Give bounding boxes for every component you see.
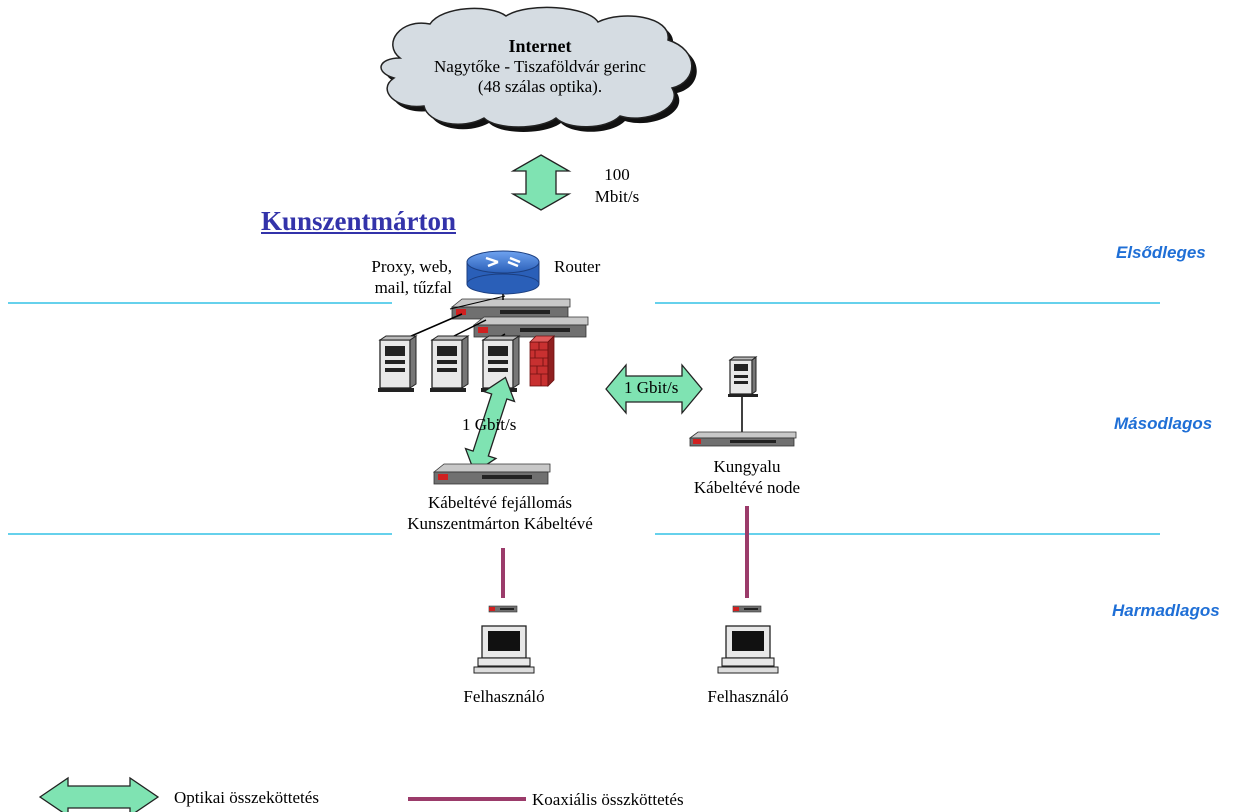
firewall-icon	[529, 335, 555, 387]
headend-label-line-2: Kunszentmárton Kábeltévé	[407, 514, 593, 533]
link-vertical-arrow-icon	[464, 376, 516, 474]
user-left-label: Felhasználó	[463, 687, 545, 706]
cloud-line-1: Nagytőke - Tiszaföldvár gerinc	[434, 57, 646, 76]
user-left-pc-icon	[473, 625, 535, 674]
link-horizontal-label: 1 Gbit/s	[624, 378, 679, 397]
cloud-title: Internet	[508, 36, 572, 56]
cloud-label: Internet Nagytőke - Tiszaföldvár gerinc …	[390, 36, 690, 97]
services-label: Proxy, web, mail, tűzfal	[346, 256, 452, 298]
node-switch-icon	[688, 431, 797, 447]
legend-optical-arrow-icon	[38, 776, 160, 812]
uplink-speed-line-2: Mbit/s	[594, 187, 640, 206]
tier-tertiary-label: Harmadlagos	[1112, 601, 1220, 620]
headend-label-line-1: Kábeltévé fejállomás	[428, 493, 572, 512]
router-icon	[466, 250, 540, 295]
core-switch-1-icon	[450, 298, 571, 320]
headend-label: Kábeltévé fejállomás Kunszentmárton Kábe…	[370, 492, 630, 534]
legend-optical-label: Optikai összeköttetés	[174, 788, 319, 807]
services-label-line-1: Proxy, web,	[371, 257, 452, 276]
site-title[interactable]: Kunszentmárton	[261, 206, 456, 236]
server-1-icon	[378, 335, 418, 392]
uplink-speed-line-1: 100	[604, 165, 630, 184]
node-label-line-1: Kungyalu	[713, 457, 781, 476]
user-right-label: Felhasználó	[707, 687, 789, 706]
user-right-modem-icon	[732, 605, 762, 613]
node-label: Kungyalu Kábeltévé node	[662, 456, 832, 498]
tier-secondary-label: Másodlagos	[1114, 414, 1213, 433]
services-label-line-2: mail, tűzfal	[374, 278, 452, 297]
server-2-icon	[430, 335, 470, 392]
link-vertical-label: 1 Gbit/s	[462, 415, 517, 434]
internet-cloud	[380, 6, 697, 132]
link-horizontal-arrow-icon	[605, 363, 703, 415]
legend-coax-label: Koaxiális összköttetés	[532, 790, 684, 809]
server-3-icon	[481, 335, 521, 392]
tier-primary-label: Elsődleges	[1116, 243, 1206, 262]
cloud-line-2: (48 szálas optika).	[477, 77, 603, 96]
node-server-icon	[728, 356, 758, 397]
node-label-line-2: Kábeltévé node	[693, 478, 801, 497]
uplink-speed-label: 100 Mbit/s	[582, 164, 652, 208]
headend-switch-icon	[432, 463, 551, 485]
uplink-arrow-icon	[510, 154, 572, 211]
user-left-modem-icon	[488, 605, 518, 613]
router-label: Router	[554, 257, 601, 276]
user-right-pc-icon	[717, 625, 779, 674]
core-switch-2-icon	[472, 316, 589, 338]
